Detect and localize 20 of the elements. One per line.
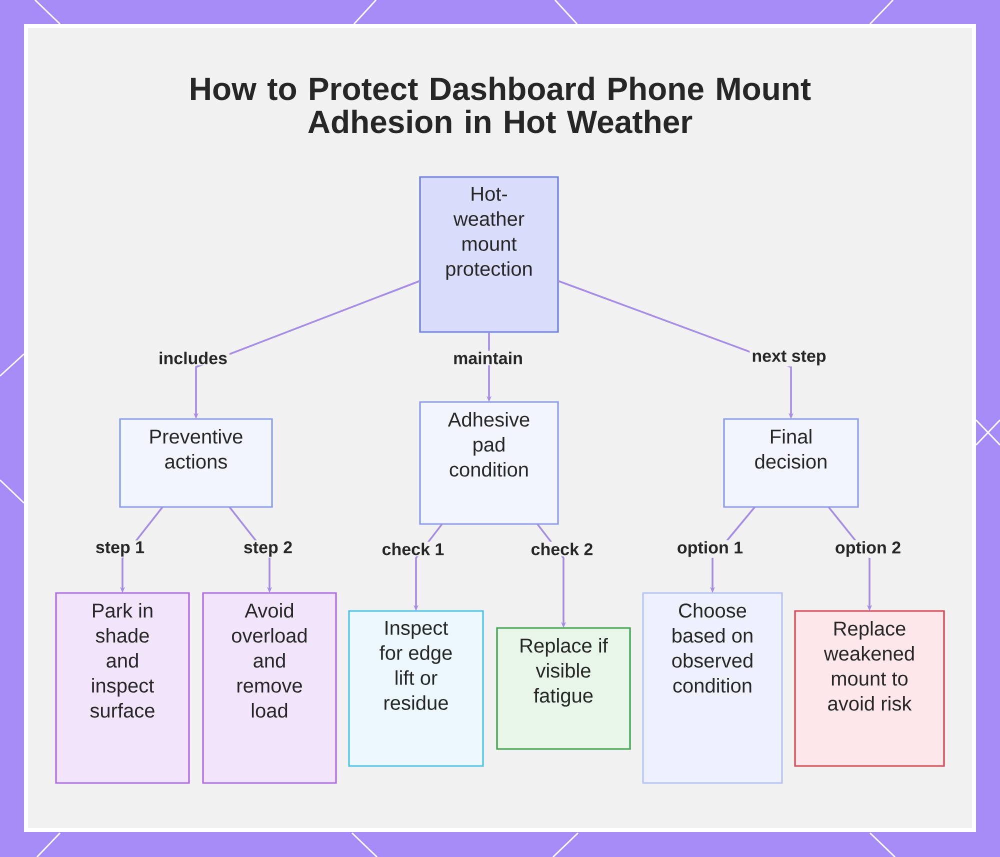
- process-box: Inspect for edge lift or residue: [348, 610, 484, 767]
- edge-label: step 1: [93, 540, 147, 558]
- process-box: Choose based on observed condition: [642, 592, 783, 784]
- title: How to Protect Dashboard Phone Mount Adhesion in Hot Weather: [191, 76, 811, 134]
- edge-label: check 2: [528, 542, 596, 556]
- edge-label: option 2: [832, 540, 904, 558]
- process-box: Park in shade and inspect surface: [55, 592, 190, 784]
- edge-label: check 1: [380, 542, 446, 556]
- process-box: Adhesive pad condition: [419, 401, 559, 525]
- process-box: Hot-weather mount protection: [419, 176, 559, 333]
- process-box: Final decision: [723, 418, 859, 508]
- edge-label: includes: [156, 350, 230, 366]
- process-box: Avoid overload and remove load: [202, 592, 337, 784]
- process-box: Replace weakened mount to avoid risk: [794, 610, 945, 767]
- edge-label: maintain: [451, 350, 525, 366]
- edge-label: next step: [750, 350, 828, 366]
- edge-label: step 2: [241, 540, 295, 558]
- edge-label: option 1: [674, 540, 746, 558]
- process-box: Replace if visible fatigue: [496, 627, 631, 750]
- process-box: Preventive actions: [119, 418, 273, 508]
